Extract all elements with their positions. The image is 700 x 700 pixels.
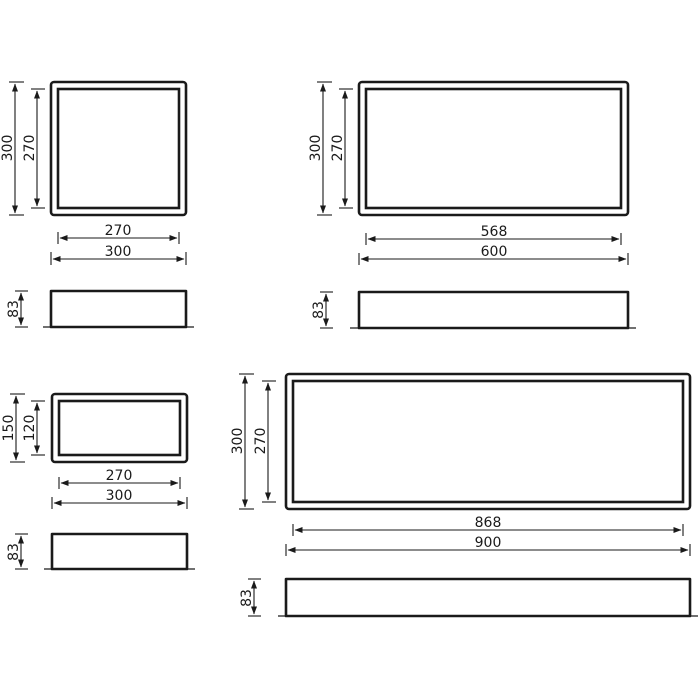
inner-height-label: 120 [22,415,38,442]
panel-small-square: 300 270 270 300 83 [0,80,194,329]
side-view [284,577,692,618]
outer-height-label: 300 [0,135,16,162]
side-view [49,289,188,329]
outer-height-label: 300 [308,135,324,162]
outer-frame [357,80,630,217]
panel-low: 150 120 270 300 83 [1,392,195,571]
inner-width-label: 568 [481,224,508,240]
outer-width-label: 600 [481,244,508,260]
inner-frame [291,379,685,504]
inner-width-label: 270 [106,468,133,484]
outer-height-label: 150 [1,415,17,442]
panel-wide: 300 270 568 600 83 [308,80,636,330]
outer-width-label: 900 [475,535,502,551]
depth-label: 83 [6,543,22,561]
inner-frame [56,87,181,210]
inner-frame [57,399,182,457]
outer-height-label: 300 [230,428,246,455]
inner-width-label: 868 [475,515,502,531]
inner-height-label: 270 [22,135,38,162]
side-view [50,532,189,571]
side-view [357,290,630,330]
panel-extra-wide: 300 270 868 900 83 [230,372,698,618]
inner-height-label: 270 [253,428,269,455]
inner-height-label: 270 [330,135,346,162]
inner-width-label: 270 [105,223,132,239]
outer-width-label: 300 [106,488,133,504]
outer-frame [284,372,692,511]
inner-frame [364,87,623,210]
outer-frame [49,80,188,217]
depth-label: 83 [311,301,327,319]
depth-label: 83 [239,589,255,607]
outer-width-label: 300 [105,244,132,260]
outer-frame [50,392,189,464]
depth-label: 83 [6,300,22,318]
